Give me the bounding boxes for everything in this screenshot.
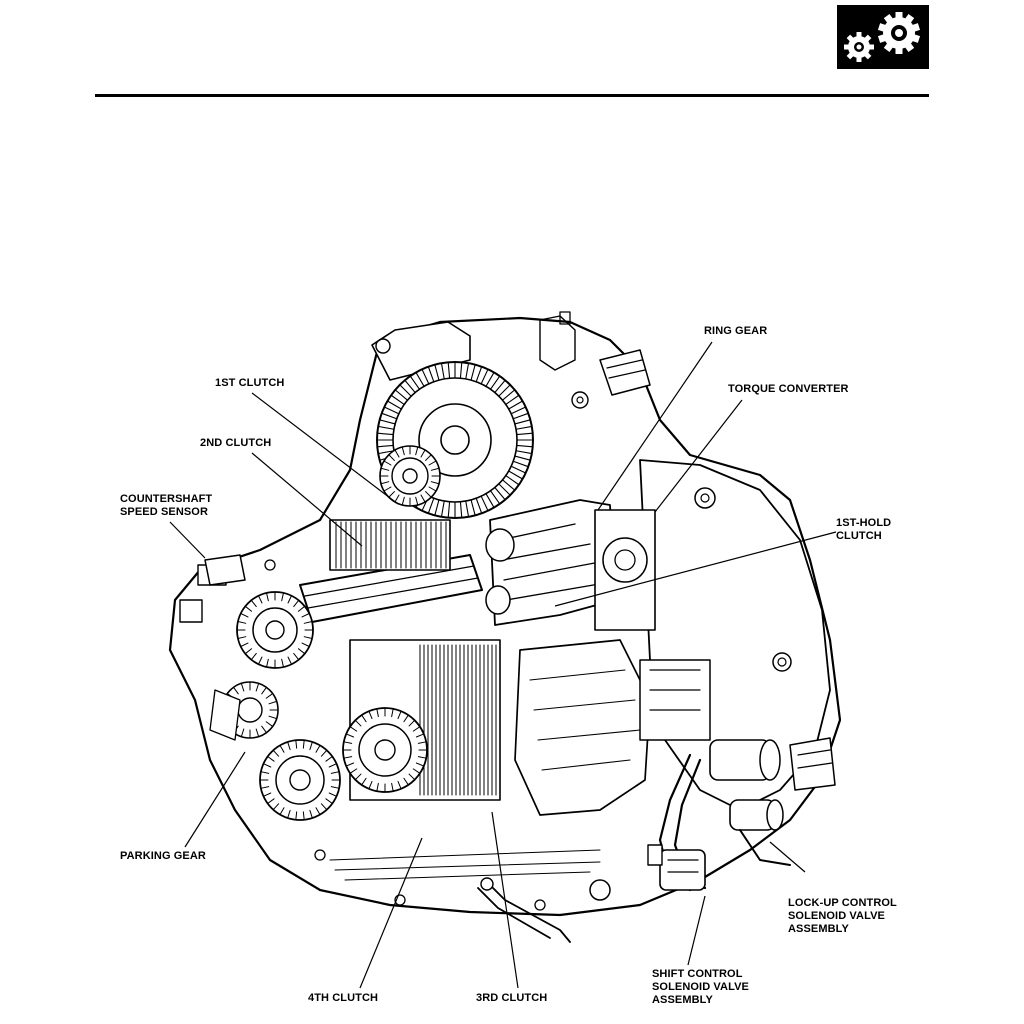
leader-torque-converter bbox=[654, 399, 743, 513]
label-2nd-clutch: 2ND CLUTCH bbox=[200, 437, 272, 449]
automatic-transmission-cutaway-icon bbox=[168, 311, 842, 943]
label-lockup-solenoid: LOCK-UP CONTROL SOLENOID VALVE ASSEMBLY bbox=[788, 897, 897, 935]
clutch-pack-upper bbox=[329, 519, 451, 571]
leader-parking-gear bbox=[184, 751, 246, 848]
leader-countershaft bbox=[169, 521, 206, 559]
leader-shift bbox=[687, 895, 706, 966]
header-rule bbox=[95, 94, 929, 97]
label-1st-clutch: 1ST CLUTCH bbox=[215, 377, 285, 389]
label-torque-converter: TORQUE CONVERTER bbox=[728, 383, 849, 395]
label-3rd-clutch: 3RD CLUTCH bbox=[476, 992, 548, 1004]
label-shift-solenoid: SHIFT CONTROL SOLENOID VALVE ASSEMBLY bbox=[652, 968, 749, 1006]
label-countershaft-speed-sensor: COUNTERSHAFT SPEED SENSOR bbox=[120, 493, 213, 518]
gears-icon bbox=[837, 5, 929, 69]
shift-solenoid-part bbox=[647, 844, 706, 891]
lockup-solenoid-part bbox=[709, 737, 836, 831]
label-parking-gear: PARKING GEAR bbox=[120, 850, 206, 862]
leader-2nd-clutch bbox=[251, 452, 363, 547]
label-1st-hold-clutch: 1ST-HOLD CLUTCH bbox=[836, 517, 892, 542]
label-4th-clutch: 4TH CLUTCH bbox=[308, 992, 379, 1004]
leader-4th-clutch bbox=[359, 837, 423, 989]
label-ring-gear: RING GEAR bbox=[704, 325, 768, 337]
leader-3rd-clutch bbox=[491, 811, 519, 989]
leader-ring-gear bbox=[597, 341, 713, 511]
leader-lines bbox=[169, 341, 837, 989]
leader-1st-hold bbox=[554, 531, 837, 607]
leader-1st-clutch bbox=[251, 392, 399, 505]
leader-lockup bbox=[769, 841, 806, 873]
lower-valve-body bbox=[514, 639, 651, 816]
